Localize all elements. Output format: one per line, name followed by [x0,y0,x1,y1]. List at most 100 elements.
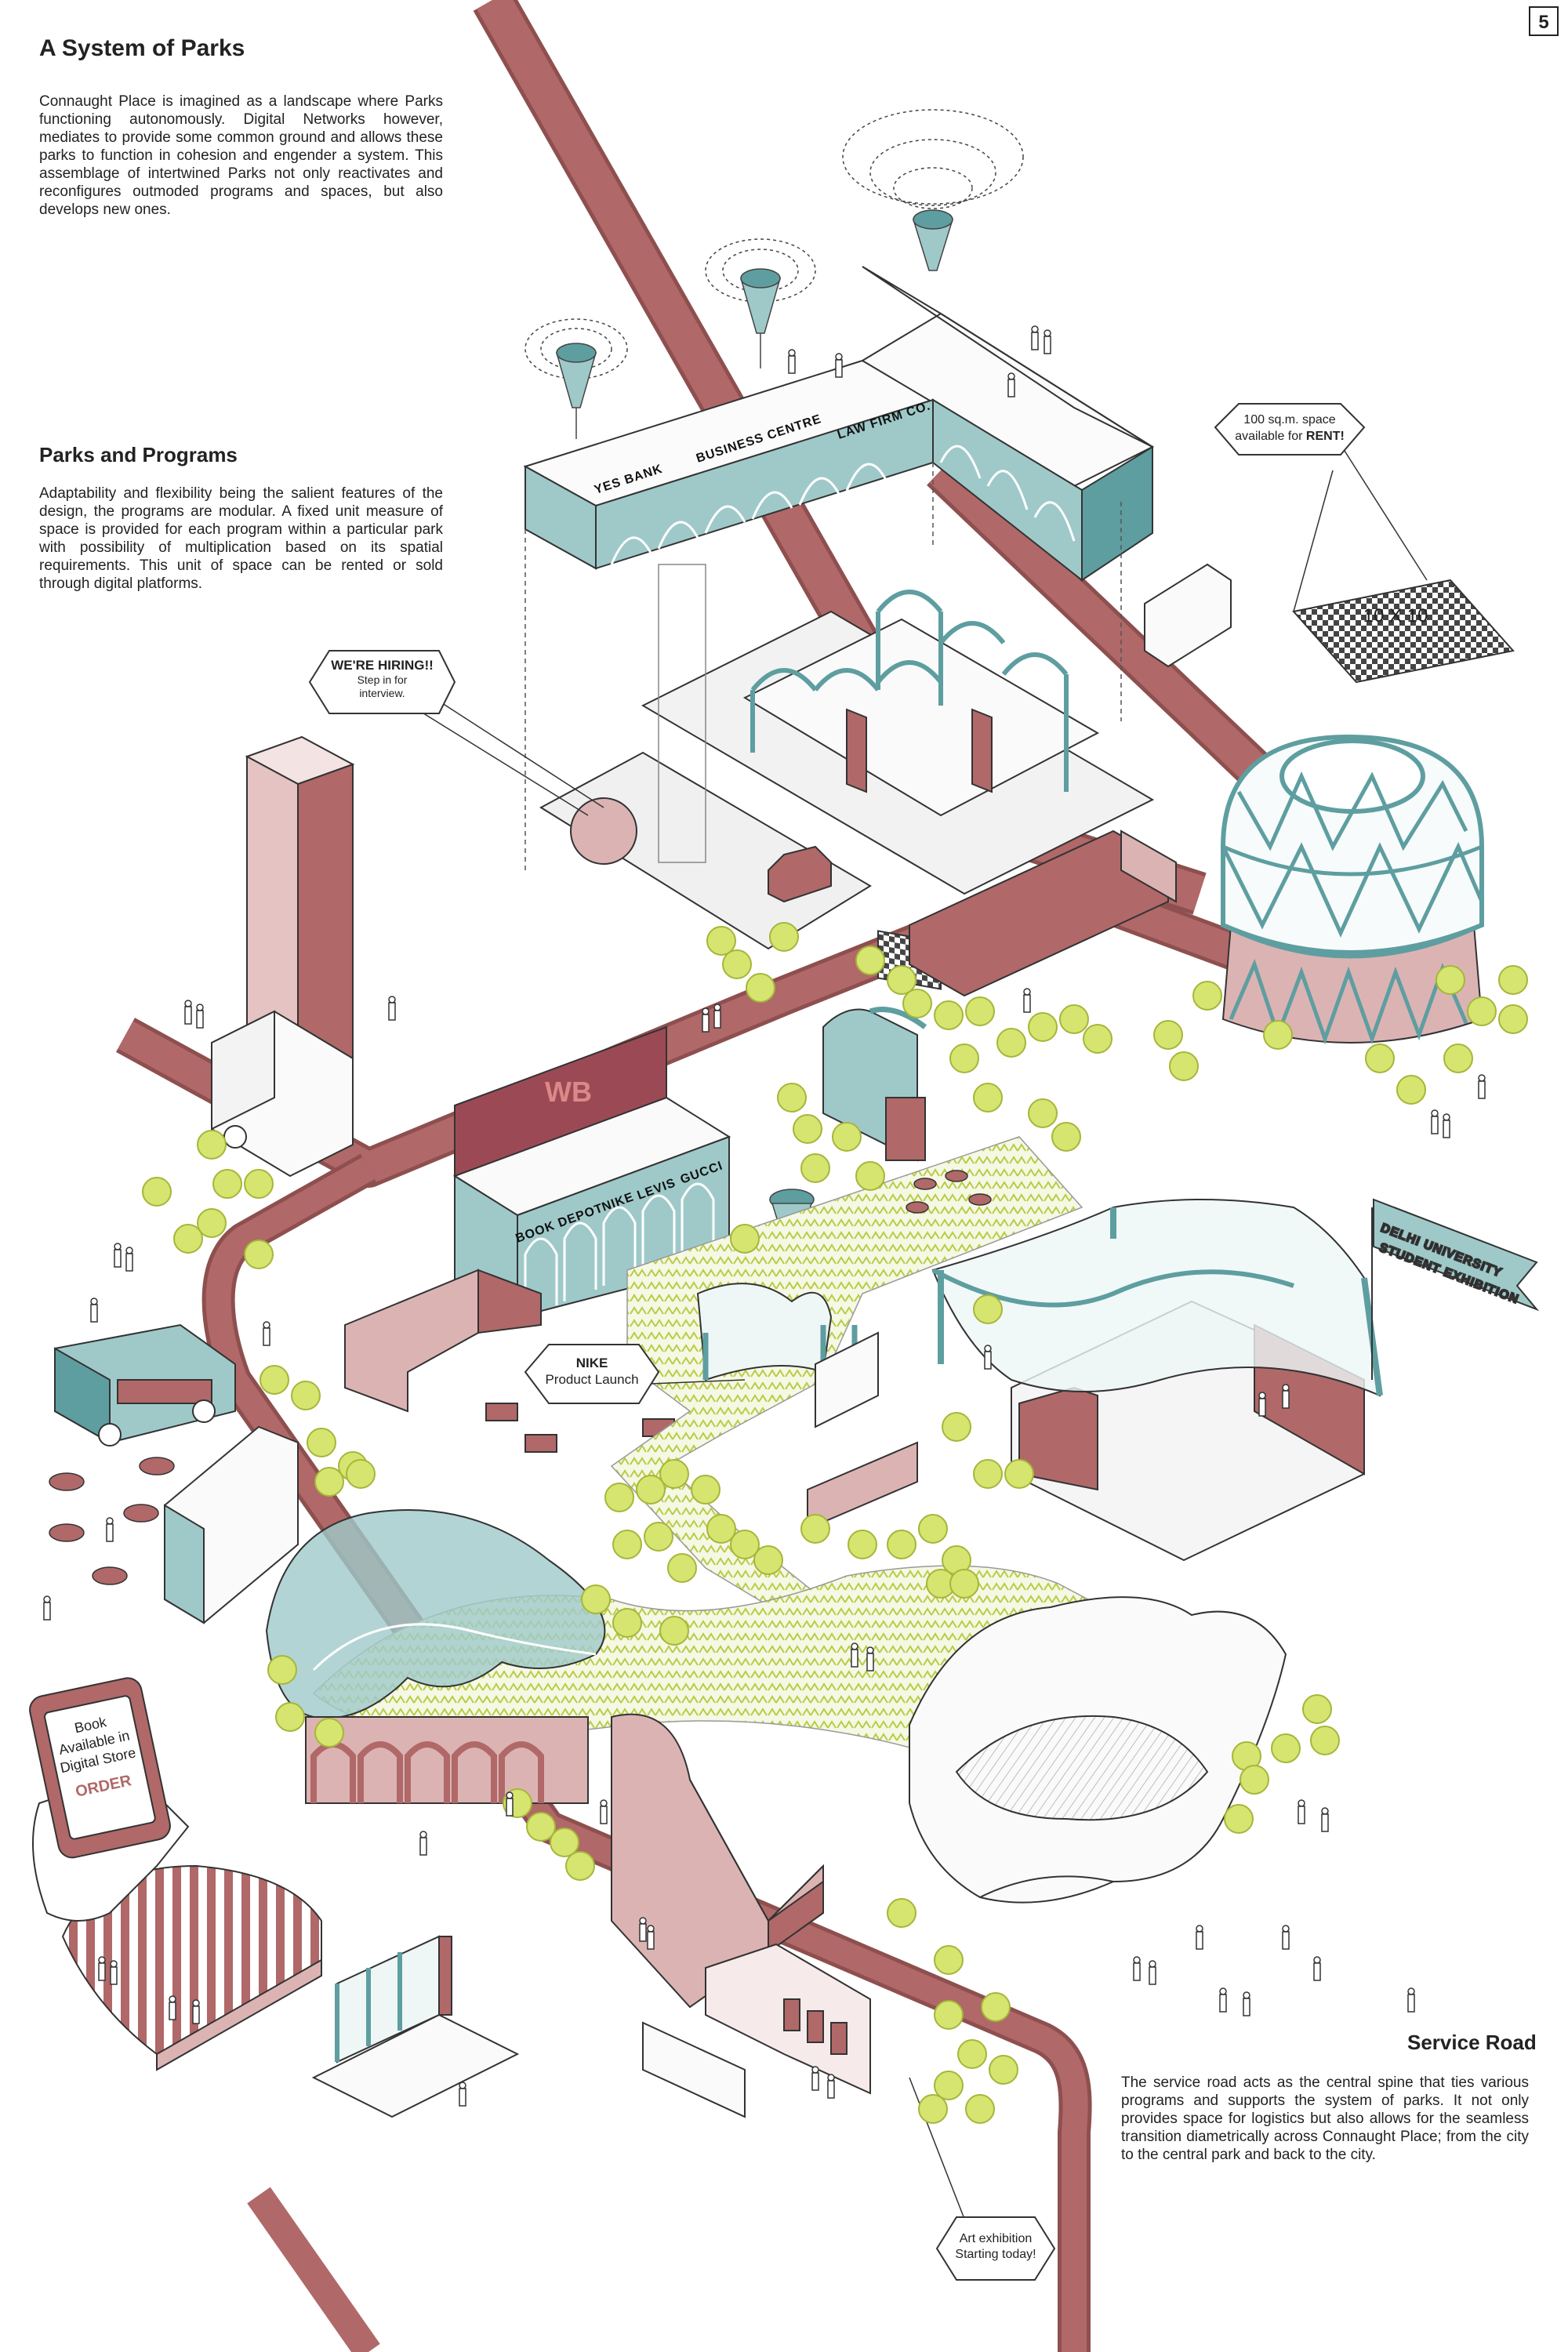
person [647,1925,655,1950]
person [184,1000,192,1025]
antenna-1 [524,318,628,439]
phone-illustration[interactable]: Book Available in Digital Store ORDER [27,1675,190,1922]
exhibition-flag: DELHI UNIVERSITY STUDENT EXHIBITION [1371,1198,1540,1380]
nike-title: NIKE [575,1356,608,1370]
glass-canopy [265,1509,606,1804]
exhibition-wall [642,1943,871,2118]
antenna-3 [842,109,1024,271]
person [600,1799,608,1824]
food-truck [54,1323,236,1446]
person [1149,1960,1156,1985]
office-bar [523,266,1155,583]
person [1196,1925,1203,1950]
person [90,1298,98,1323]
service-road-paragraph: The service road acts as the central spi… [1121,2074,1529,2163]
person [1478,1074,1486,1099]
nike-sub: Product Launch [545,1372,639,1387]
person [1243,1991,1250,2016]
rent-callout: 100 sq.m. space available for RENT! [1223,412,1356,445]
van-left [211,1010,354,1178]
skate-ramp [611,1713,824,2009]
person [788,349,796,374]
hiring-bubble-shape [308,650,456,714]
hiring-title: WE'RE HIRING!! [331,658,434,673]
person [1031,325,1039,350]
person [506,1791,514,1817]
callout-bubbles [308,403,1366,2281]
person [1282,1925,1290,1950]
tent-kiosk [696,1283,918,1530]
geodesic-dome [1221,734,1484,1045]
striped-awning [61,1864,322,2071]
person [1133,1956,1141,1981]
arch-office-module [750,590,1069,792]
person [984,1345,992,1370]
vehicles [54,563,1232,1624]
art-callout: Art exhibition Starting today! [945,2231,1047,2263]
person [1282,1384,1290,1409]
person [196,1004,204,1029]
truck-top [1144,563,1232,668]
office-bar-arches [610,445,1076,565]
person [835,353,843,378]
person [1407,1987,1415,2013]
hiring-sub-1: Step in for [357,673,408,686]
person [459,2082,466,2107]
nike-callout: NIKE Product Launch [533,1355,651,1388]
page-number: 5 [1529,6,1559,36]
person [125,1247,133,1272]
person [110,1960,118,1985]
person [169,1995,176,2020]
art-line-2: Starting today! [955,2248,1036,2261]
person [713,1004,721,1029]
amphitheatre-shell [909,1596,1287,1904]
person [419,1831,427,1856]
person [1321,1807,1329,1832]
person [702,1007,710,1033]
pergola [311,1935,520,2118]
person [811,2066,819,2091]
person [388,996,396,1021]
antenna-2 [705,238,816,368]
parks-paragraph: Adaptability and flexibility being the s… [39,485,443,592]
page-title: A System of Parks [39,35,245,61]
shop-arches [524,1182,715,1317]
parks-heading: Parks and Programs [39,443,238,466]
person [263,1321,270,1346]
low-walls [344,1269,675,1453]
wb-logo: WB [545,1076,592,1108]
person [851,1642,858,1668]
person [866,1646,874,1671]
rent-bubble-shape [1214,403,1366,456]
delivery-truck [164,1425,299,1624]
trees [142,922,1528,2124]
art-line-1: Art exhibition [959,2232,1033,2245]
rent-line-2: available for [1235,430,1303,443]
intro-paragraph: Connaught Place is imagined as a landsca… [39,93,443,218]
grid-label: 10 X 10 [1363,605,1428,626]
service-road-heading: Service Road [1407,2031,1537,2054]
person [98,1956,106,1981]
person [1044,329,1051,354]
rent-grid [1292,450,1515,684]
person [1007,372,1015,397]
cafe-tables [49,1170,992,1585]
rent-bold: RENT! [1305,430,1345,443]
person [1219,1987,1227,2013]
people [43,325,1486,2107]
person [192,1999,200,2024]
art-bubble-shape [935,2216,1056,2281]
rent-line-1: 100 sq.m. space [1243,413,1336,426]
person [1443,1113,1450,1138]
person [1298,1799,1305,1824]
person [1313,1956,1321,1981]
person [43,1595,51,1621]
hiring-callout: WE'RE HIRING!! Step in for interview. [318,657,447,700]
tensile-pavilion [931,1199,1383,1562]
person [106,1517,114,1542]
nike-bubble-shape [524,1344,660,1404]
person [639,1917,647,1942]
person [1431,1109,1439,1134]
person [1023,988,1031,1013]
